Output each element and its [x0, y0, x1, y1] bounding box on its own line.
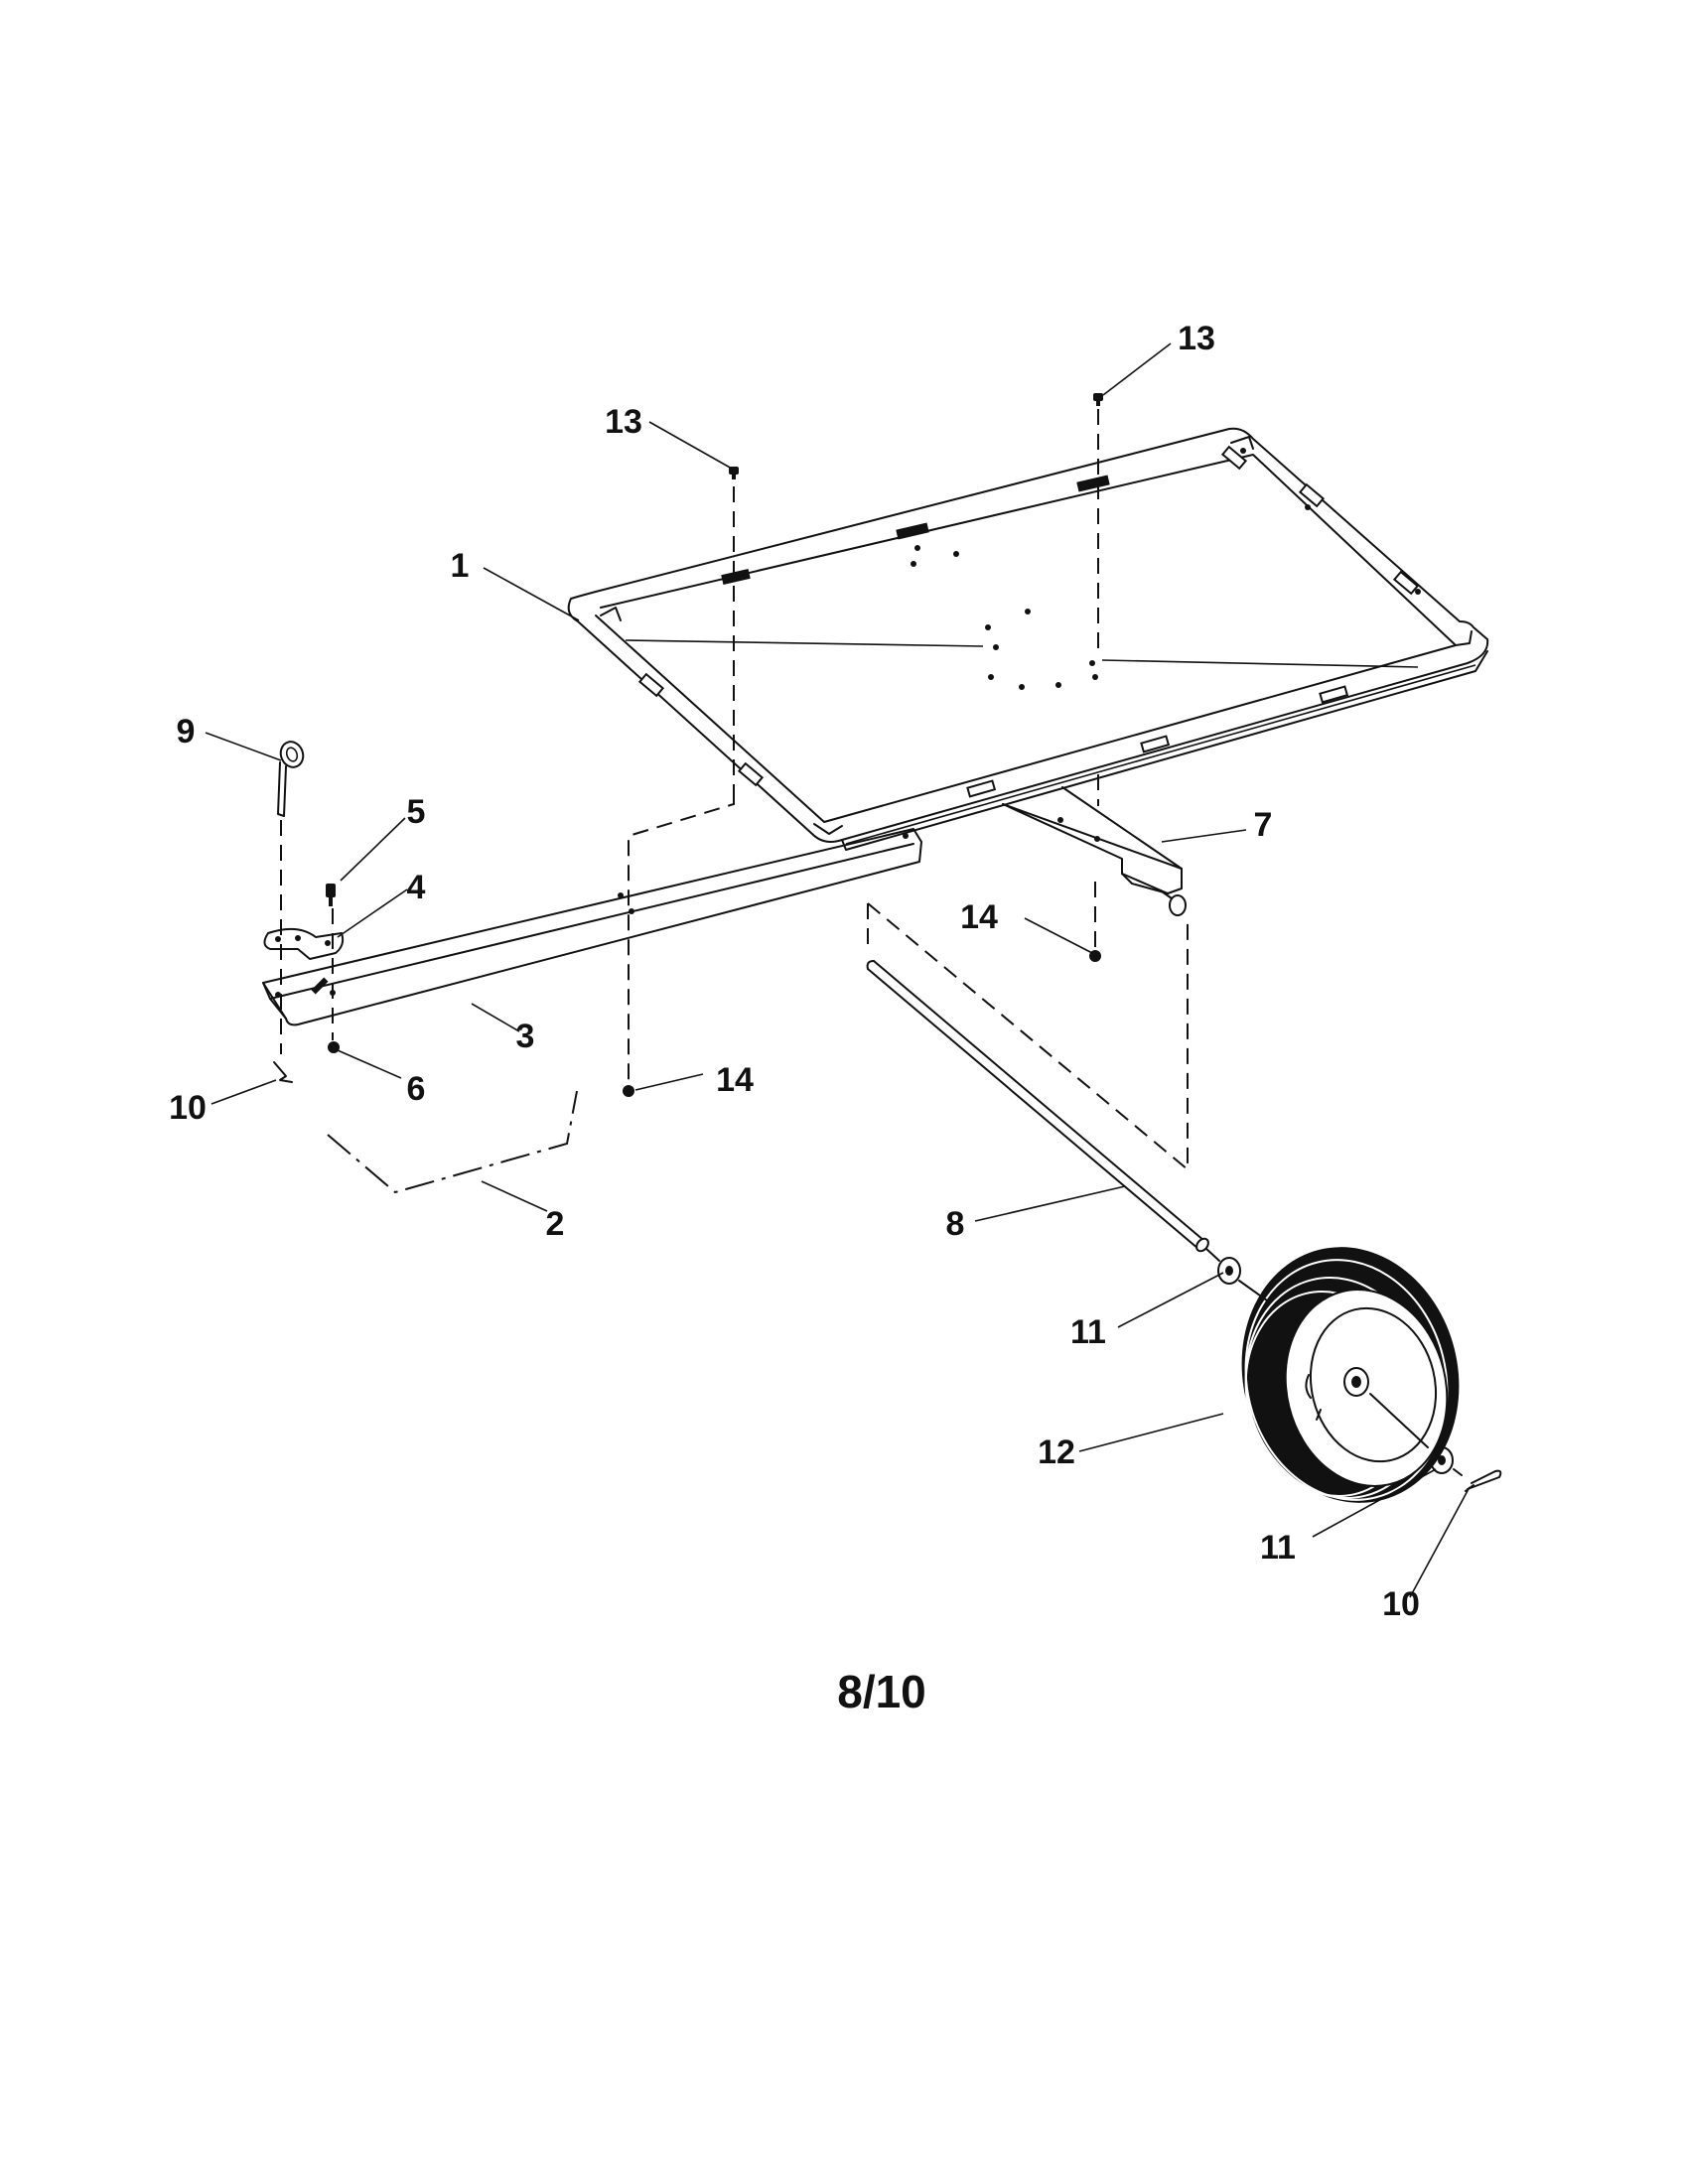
callout-13-right: 13	[1178, 320, 1215, 357]
nut-part-6	[328, 1041, 340, 1053]
axle-rod-part	[866, 960, 1209, 1253]
tray-holes	[911, 448, 1421, 690]
callout-14-left: 14	[716, 1061, 754, 1099]
tray-bed-part	[567, 427, 1489, 851]
page-number: 8/10	[837, 1666, 926, 1717]
callout-13-left: 13	[605, 403, 642, 441]
bolt-part-5	[326, 884, 336, 906]
hitch-plate-part	[263, 927, 345, 960]
callout-3: 3	[516, 1018, 535, 1055]
callout-1: 1	[451, 547, 470, 585]
callout-11-top: 11	[1070, 1313, 1106, 1351]
callout-4: 4	[407, 869, 426, 906]
hitch-pin-part-9	[277, 741, 305, 817]
cotter-pin-left-part	[273, 1061, 293, 1083]
callout-labels: 1 2 3 4 5 6 7 8 9 10 10 11 11 12 13 13 1…	[169, 320, 1420, 1623]
cotter-pin-right-part	[1465, 1469, 1502, 1492]
rim-slots	[637, 445, 1420, 798]
callout-10-left: 10	[169, 1089, 207, 1127]
washer-part-11a	[1217, 1257, 1241, 1285]
screw-part-13b	[1093, 393, 1103, 406]
axle-bracket-part	[1002, 786, 1187, 916]
callout-12: 12	[1038, 1433, 1075, 1471]
callout-10-right: 10	[1382, 1585, 1420, 1623]
leader-lines	[205, 342, 1471, 1598]
callout-7: 7	[1254, 806, 1273, 844]
wheel-part-12	[1241, 1247, 1460, 1503]
callout-6: 6	[407, 1070, 426, 1108]
callout-5: 5	[407, 793, 426, 831]
callout-9: 9	[177, 713, 196, 751]
callout-8: 8	[946, 1205, 965, 1243]
assembly-lines	[280, 409, 1463, 1476]
nut-part-14b	[623, 1085, 634, 1097]
callout-14-right: 14	[960, 898, 998, 936]
callout-11-bottom: 11	[1260, 1529, 1296, 1567]
callout-2: 2	[546, 1205, 565, 1243]
tongue-bar-part	[262, 828, 922, 1026]
